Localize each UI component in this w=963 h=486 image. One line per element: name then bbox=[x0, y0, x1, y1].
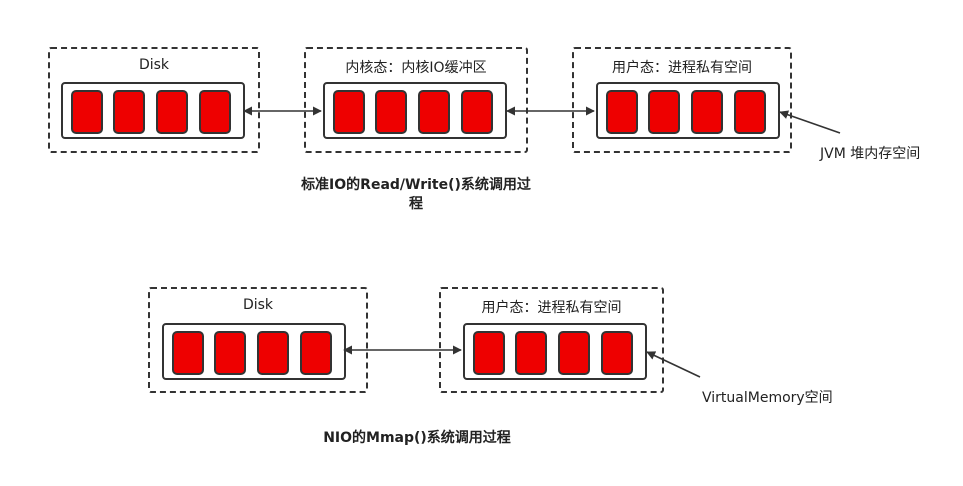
memory-block bbox=[113, 90, 145, 134]
bottom-disk-buffer bbox=[162, 323, 346, 380]
memory-block bbox=[71, 90, 103, 134]
top-disk-buffer bbox=[61, 82, 245, 139]
memory-block bbox=[473, 331, 505, 375]
top-kernel-title: 内核态：内核IO缓冲区 bbox=[345, 60, 487, 76]
jvm-heap-label: JVM 堆内存空间 bbox=[820, 146, 921, 162]
top-user-buffer bbox=[596, 82, 780, 139]
memory-block bbox=[333, 90, 365, 134]
memory-block bbox=[172, 331, 204, 375]
bottom-user-box: 用户态：进程私有空间 bbox=[439, 287, 664, 393]
top-kernel-box: 内核态：内核IO缓冲区 bbox=[304, 47, 528, 153]
top-caption-line2: 程 bbox=[409, 196, 423, 212]
bottom-disk-box: Disk bbox=[148, 287, 368, 393]
top-kernel-buffer bbox=[323, 82, 507, 139]
virtual-memory-pointer-arrow bbox=[646, 351, 701, 378]
top-user-box: 用户态：进程私有空间 bbox=[572, 47, 792, 153]
memory-block bbox=[734, 90, 766, 134]
memory-block bbox=[300, 331, 332, 375]
memory-block bbox=[418, 90, 450, 134]
memory-block bbox=[558, 331, 590, 375]
memory-block bbox=[214, 331, 246, 375]
bottom-user-title: 用户态：进程私有空间 bbox=[481, 300, 622, 316]
memory-block bbox=[461, 90, 493, 134]
top-disk-title: Disk bbox=[138, 57, 170, 73]
top-disk-box: Disk bbox=[48, 47, 260, 153]
top-caption: 标准IO的Read/Write()系统调用过 程 bbox=[280, 176, 552, 214]
memory-block bbox=[257, 331, 289, 375]
memory-block bbox=[199, 90, 231, 134]
memory-block bbox=[601, 331, 633, 375]
top-user-title: 用户态：进程私有空间 bbox=[612, 60, 752, 76]
top-caption-line1: 标准IO的Read/Write()系统调用过 bbox=[301, 177, 531, 193]
bottom-caption: NIO的Mmap()系统调用过程 bbox=[323, 430, 511, 446]
memory-block bbox=[691, 90, 723, 134]
memory-block bbox=[515, 331, 547, 375]
jvm-pointer-arrow bbox=[779, 110, 841, 134]
memory-block bbox=[648, 90, 680, 134]
memory-block bbox=[156, 90, 188, 134]
virtual-memory-label: VirtualMemory空间 bbox=[702, 390, 833, 406]
bottom-disk-title: Disk bbox=[242, 297, 274, 313]
bottom-user-buffer bbox=[463, 323, 647, 380]
memory-block bbox=[375, 90, 407, 134]
memory-block bbox=[606, 90, 638, 134]
